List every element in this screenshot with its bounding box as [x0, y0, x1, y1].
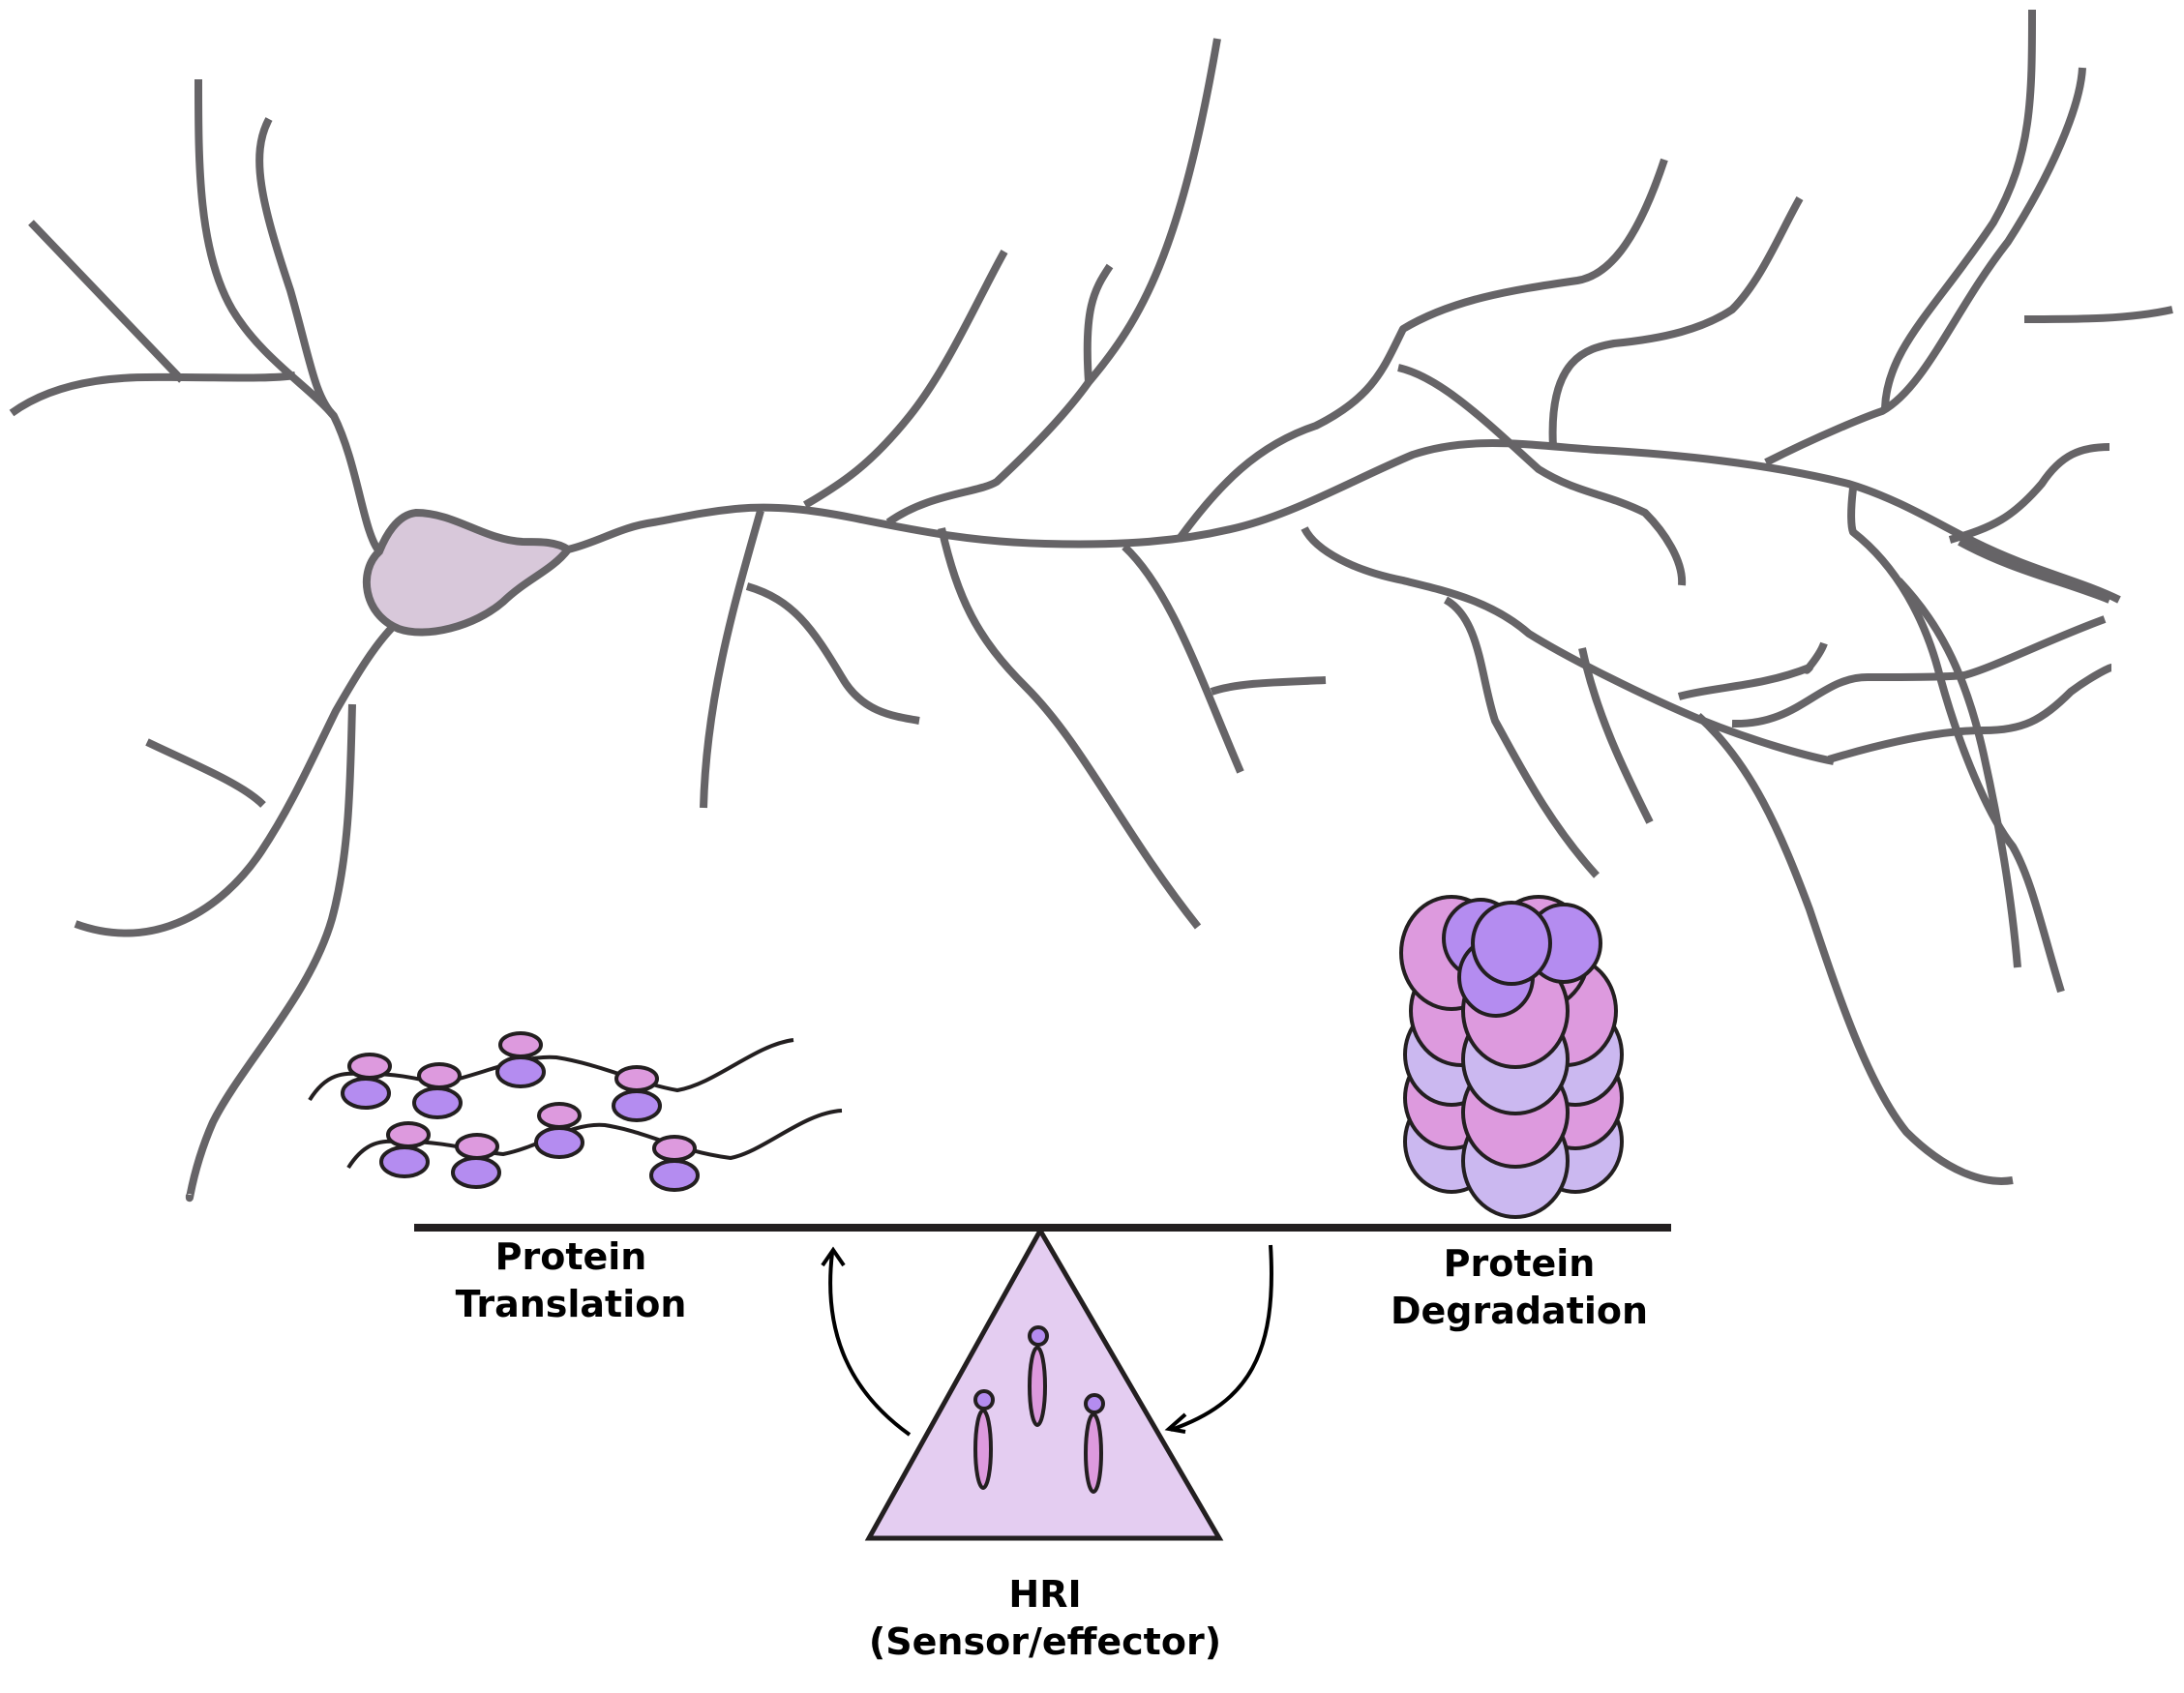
dendrite	[938, 527, 1202, 930]
dendrite	[1301, 526, 1835, 765]
label-line: Protein	[1443, 1242, 1596, 1285]
proteasome-stack	[1399, 895, 1624, 1219]
dendrite	[1578, 647, 1654, 824]
dendrite	[885, 38, 1221, 526]
ribosome	[341, 1053, 392, 1110]
dendrite	[700, 509, 764, 809]
ribosome	[612, 1065, 662, 1122]
dendrite	[1210, 676, 1327, 696]
dendrite	[1443, 596, 1600, 878]
hri-fulcrum-triangle	[864, 1225, 1224, 1541]
dendrite	[194, 78, 338, 419]
dendrite	[1948, 443, 2110, 544]
hri-molecule	[1028, 1325, 1049, 1427]
dendrite	[1731, 615, 2107, 728]
label-line: (Sensor/effector)	[868, 1620, 1222, 1664]
dendrite	[1764, 67, 2086, 466]
dendrite	[1548, 196, 1804, 448]
arrow-up-to-translation	[821, 1246, 912, 1437]
dendrite	[255, 117, 383, 554]
dendrite	[1881, 9, 2036, 409]
dendrite	[145, 738, 266, 808]
cell-body	[362, 508, 574, 637]
hri-molecule	[1084, 1393, 1105, 1494]
label-protein-translation: Protein Translation	[416, 1233, 726, 1329]
dendrite	[1122, 544, 1244, 774]
label-line: HRI	[1008, 1573, 1082, 1616]
main-dendrite	[567, 439, 2121, 604]
ribosome	[534, 1102, 584, 1159]
dendrite	[185, 703, 356, 1202]
label-line: Degradation	[1390, 1290, 1649, 1333]
dendrite	[1175, 158, 1668, 543]
dendrite	[745, 582, 920, 725]
neuron-illustration	[9, 9, 2173, 1202]
dendrite	[1896, 578, 2021, 968]
dendrite	[1397, 364, 1687, 586]
label-line: Protein	[494, 1235, 647, 1278]
label-hri: HRI (Sensor/effector)	[842, 1571, 1248, 1667]
dendrite	[1827, 664, 2113, 763]
dendrite	[2023, 306, 2173, 323]
ribosome	[649, 1135, 700, 1192]
dendrite	[9, 371, 296, 417]
ribosome	[379, 1121, 431, 1178]
dendrite	[1958, 538, 2111, 604]
label-line: Translation	[455, 1283, 687, 1326]
ribosome	[495, 1031, 546, 1088]
dendrite	[1695, 713, 2014, 1185]
dendrite	[1083, 263, 1114, 383]
dendrite	[1847, 488, 2065, 994]
dendrite	[28, 220, 185, 383]
dendrite	[74, 618, 402, 937]
dendrite	[802, 250, 1008, 509]
ribosome	[412, 1062, 463, 1119]
label-protein-degradation: Protein Degradation	[1364, 1240, 1674, 1336]
dendrite	[1677, 641, 1828, 700]
ribosome	[451, 1133, 501, 1189]
hri-molecule	[973, 1389, 995, 1490]
arrow-down-from-degradation	[1164, 1244, 1273, 1434]
polysome-cluster	[308, 1031, 843, 1192]
